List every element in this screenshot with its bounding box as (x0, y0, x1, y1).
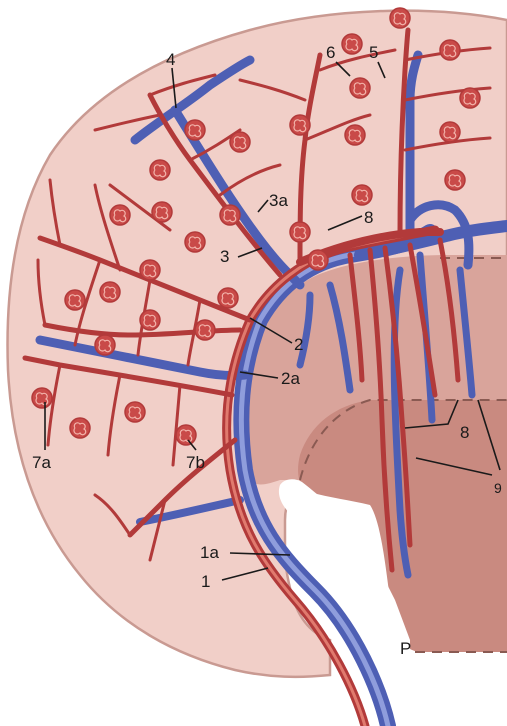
glomerulus (195, 320, 215, 340)
label-5: 5 (369, 43, 378, 62)
glomerulus (150, 160, 170, 180)
glomerulus (345, 125, 365, 145)
glomerulus (440, 122, 460, 142)
label-2: 2 (294, 335, 303, 354)
glomerulus (32, 388, 52, 408)
glomerulus (95, 335, 115, 355)
glomerulus (100, 282, 120, 302)
glomerulus (185, 120, 205, 140)
label-6: 6 (326, 43, 335, 62)
glomerulus (65, 290, 85, 310)
glomerulus (230, 132, 250, 152)
label-1a: 1a (200, 543, 219, 562)
glomerulus (390, 8, 410, 28)
glomerulus (152, 202, 172, 222)
glomerulus (218, 288, 238, 308)
glomerulus (110, 205, 130, 225)
label-4: 4 (166, 50, 175, 69)
label-3: 3 (220, 247, 229, 266)
glomerulus (440, 40, 460, 60)
glomerulus (125, 402, 145, 422)
glomerulus (352, 185, 372, 205)
label-3a: 3a (269, 191, 288, 210)
glomerulus (290, 115, 310, 135)
glomerulus (460, 88, 480, 108)
glomerulus (70, 418, 90, 438)
label-1: 1 (201, 572, 210, 591)
glomerulus (140, 260, 160, 280)
label-7a: 7a (32, 453, 51, 472)
label-2a: 2a (281, 369, 300, 388)
label-8-top: 8 (364, 208, 373, 227)
glomerulus (220, 205, 240, 225)
glomerulus (445, 170, 465, 190)
glomerulus (308, 250, 328, 270)
glomerulus (342, 34, 362, 54)
glomerulus (185, 232, 205, 252)
glomerulus (176, 425, 196, 445)
label-9: 9 (494, 480, 502, 496)
glomerulus (140, 310, 160, 330)
glomerulus (350, 78, 370, 98)
label-8-low: 8 (460, 423, 469, 442)
glomerulus (290, 222, 310, 242)
label-7b: 7b (186, 453, 205, 472)
label-P: P (400, 639, 411, 658)
